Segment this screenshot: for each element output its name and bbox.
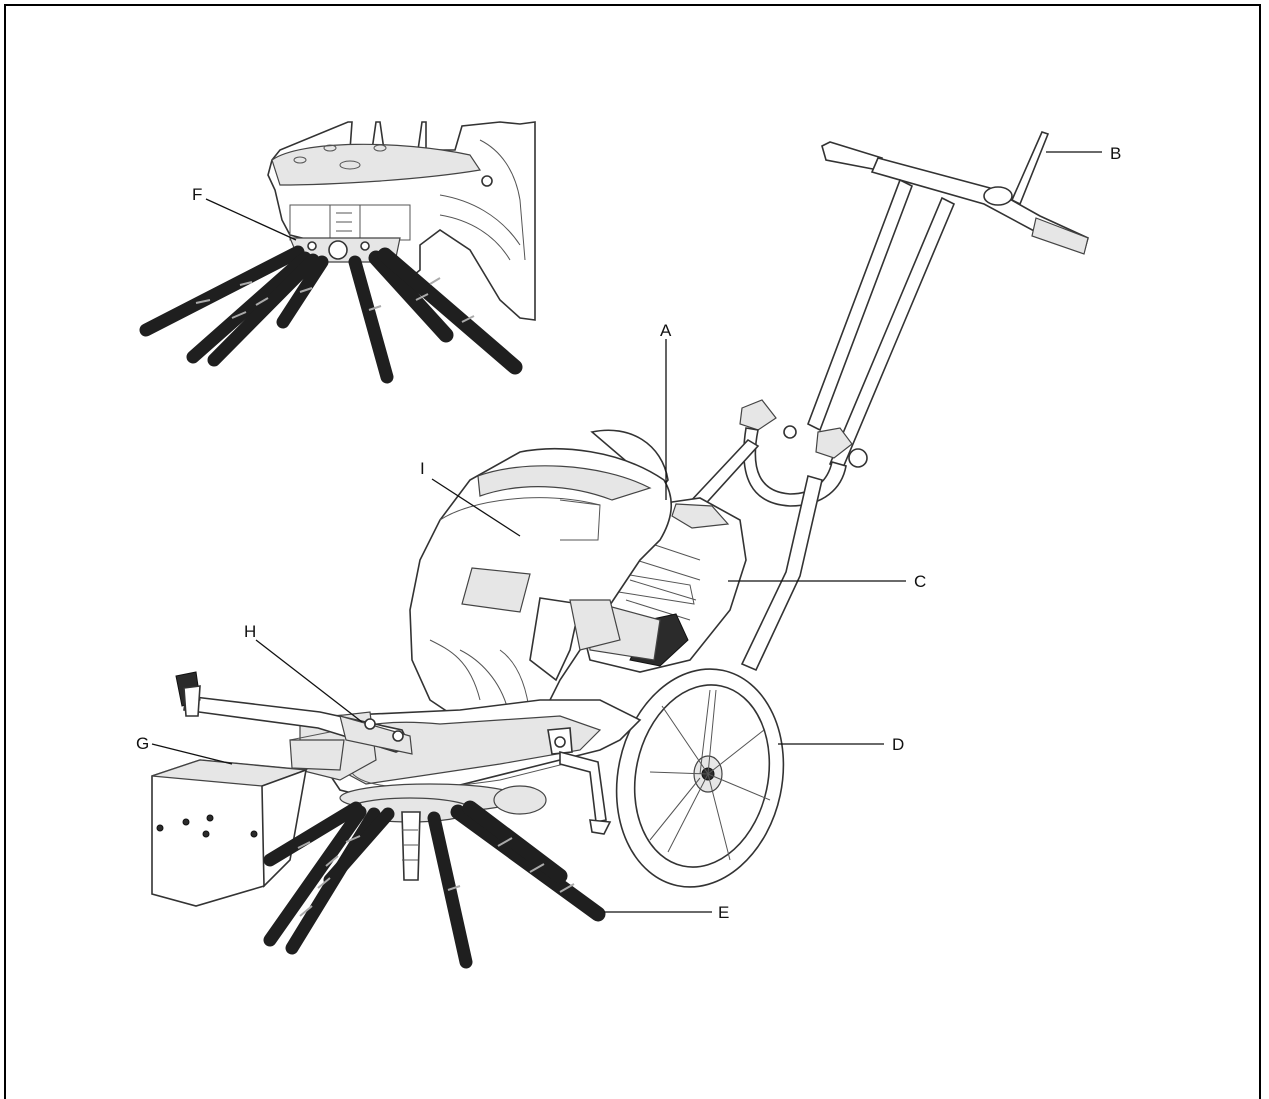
- label-c: C: [914, 572, 926, 591]
- inset-detail: [139, 121, 536, 384]
- leader-lines: [151, 151, 1102, 913]
- leader-i: [431, 478, 521, 537]
- label-e: E: [718, 903, 729, 922]
- label-g: G: [136, 734, 149, 753]
- handle-assembly: [686, 131, 1089, 672]
- wheel: [615, 668, 785, 888]
- label-d: D: [892, 735, 904, 754]
- label-a: A: [660, 321, 672, 340]
- label-b: B: [1110, 144, 1121, 163]
- figure-frame: [4, 4, 1261, 1099]
- adjustment-arm: [175, 671, 413, 755]
- label-h: H: [244, 622, 256, 641]
- leader-h: [255, 639, 363, 723]
- tine-hub: [263, 797, 606, 969]
- shield-cover: [409, 429, 673, 741]
- leader-g: [151, 743, 233, 765]
- label-f: F: [192, 185, 202, 204]
- label-i: I: [420, 459, 425, 478]
- leader-f: [205, 198, 297, 241]
